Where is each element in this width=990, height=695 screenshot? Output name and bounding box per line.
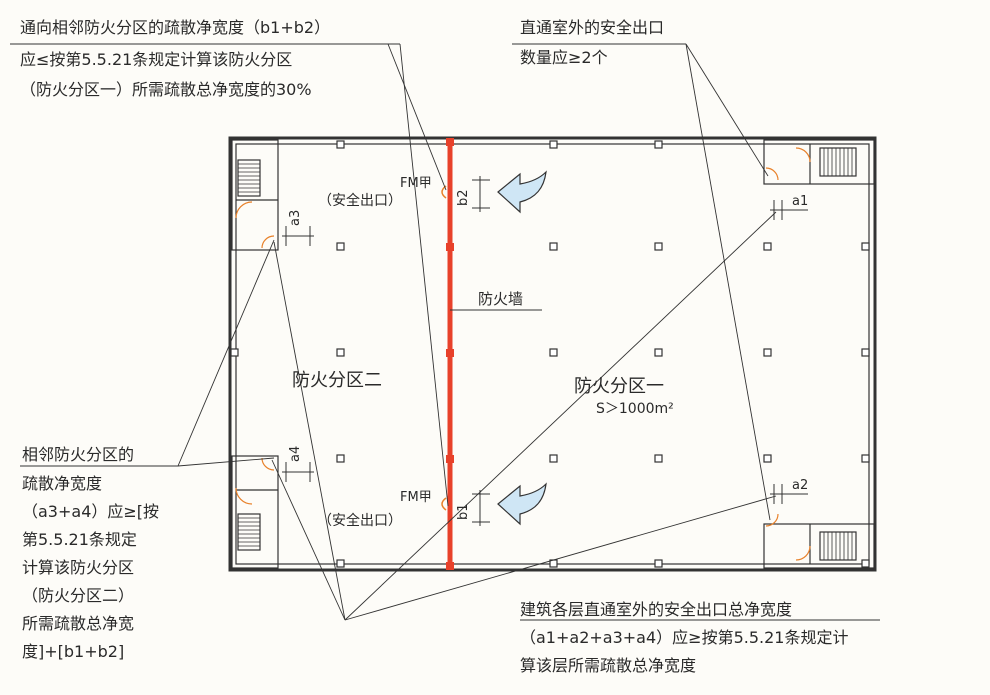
width-a3: a3 [288,209,303,226]
annotation-bottom-right-line-1: 建筑各层直通室外的安全出口总净宽度 [520,600,793,619]
stair-right-bottom [763,513,875,569]
zone-one-area: S＞1000m² [596,401,674,417]
zone-one-label: 防火分区一 [574,376,664,397]
annotation-left-line-1: 相邻防火分区的 [22,445,135,464]
annotation-top-right-line-1: 直通室外的安全出口 [520,18,665,37]
annotation-left-line-4: 第5.5.21条规定 [22,530,137,549]
annotation-bottom-right-line-3: 算该层所需疏散总净宽度 [520,656,697,675]
zone-two-label: 防火分区二 [292,370,382,391]
exit-label-bottom: （安全出口） [318,513,402,529]
annotation-left-line-7: 所需疏散总净宽 [22,614,135,633]
width-a2: a2 [792,478,809,493]
annotation-top-left-line-2: 应≤按第5.5.21条规定计算该防火分区 [20,50,293,69]
width-a4: a4 [288,445,303,462]
stair-right-top [763,139,875,185]
annotation-bottom-right-line-2: （a1+a2+a3+a4）应≥按第5.5.21条规定计 [520,628,849,647]
leader-lines [10,43,880,621]
annotation-left-line-3: （a3+a4）应≥[按 [22,502,160,521]
fire-wall-label: 防火墙 [478,290,524,308]
door-code-bottom: FM甲 [400,490,432,505]
annotation-left-line-5: 计算该防火分区 [22,558,135,577]
columns [230,140,870,568]
annotation-left-line-8: 度]+[b1+b2] [22,642,125,661]
annotation-top-right-line-2: 数量应≥2个 [520,48,608,67]
annotation-left-line-6: （防火分区二） [22,586,135,605]
width-b1: b1 [456,503,471,520]
annotation-top-left-line-1: 通向相邻防火分区的疏散净宽度（b1+b2） [20,18,331,37]
dimension-marks [282,176,808,526]
fire-wall [441,138,454,570]
width-b2: b2 [456,189,471,206]
stair-left-bottom [231,455,279,569]
exit-label-top: （安全出口） [318,193,402,209]
stair-left-top [231,139,279,251]
annotation-left-line-2: 疏散净宽度 [22,474,103,493]
width-a1: a1 [792,194,809,209]
evacuation-arrow-top [497,170,547,214]
annotation-top-left-line-3: （防火分区一）所需疏散总净宽度的30% [20,80,312,99]
evacuation-arrow-bottom [497,482,547,526]
door-code-top: FM甲 [400,176,432,191]
